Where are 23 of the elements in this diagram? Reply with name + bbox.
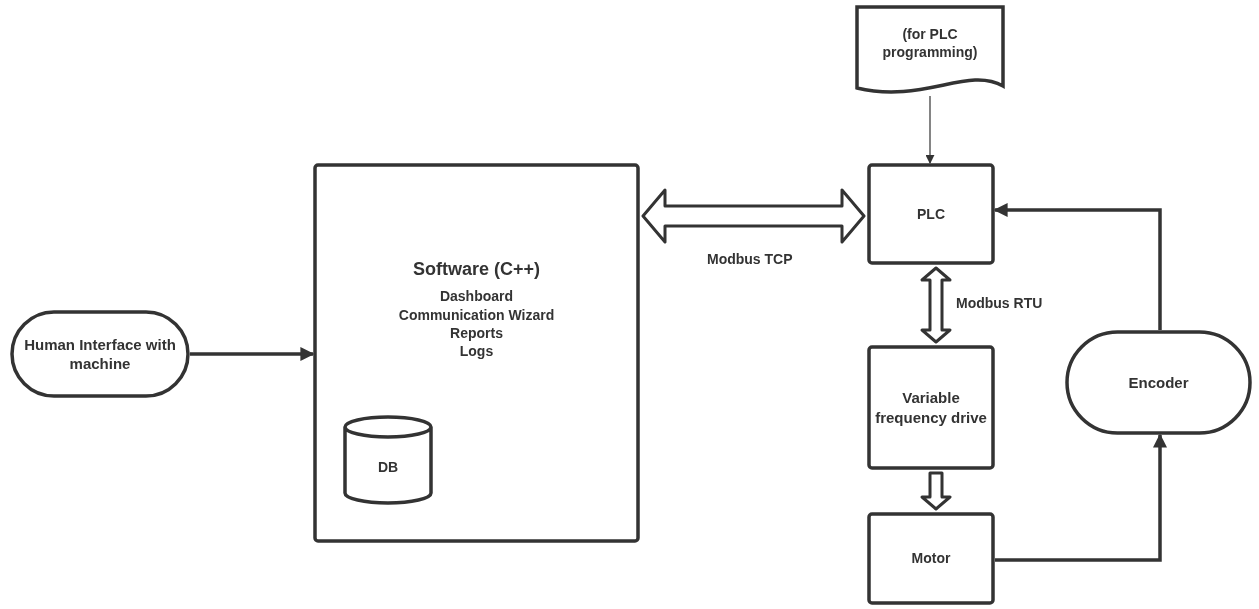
node-label: (for PLC programming) xyxy=(881,25,979,62)
arrow xyxy=(190,347,315,361)
arrow xyxy=(925,95,935,164)
database-cylinder xyxy=(343,415,433,505)
process-box xyxy=(867,345,995,470)
node-label: Dashboard xyxy=(439,287,514,306)
block-arrow xyxy=(920,266,952,344)
node-label: DB xyxy=(377,457,399,477)
block-arrow xyxy=(641,188,866,244)
node-label: Communication Wizard xyxy=(398,305,555,324)
node-label: PLC xyxy=(917,204,945,224)
arrow xyxy=(995,433,1167,562)
node-label: Encoder xyxy=(1128,372,1189,393)
node-label: Reports xyxy=(450,323,503,342)
node-label: Variable frequency drive xyxy=(874,388,988,427)
process-box xyxy=(867,512,995,605)
node-label: Human Interface with machine xyxy=(23,334,177,374)
process-box xyxy=(313,163,640,543)
process-box xyxy=(867,163,995,265)
block-arrow xyxy=(920,471,952,511)
node-label: Logs xyxy=(459,341,494,361)
node-label: Motor xyxy=(911,549,951,568)
heading: Software (C++) xyxy=(413,258,540,281)
